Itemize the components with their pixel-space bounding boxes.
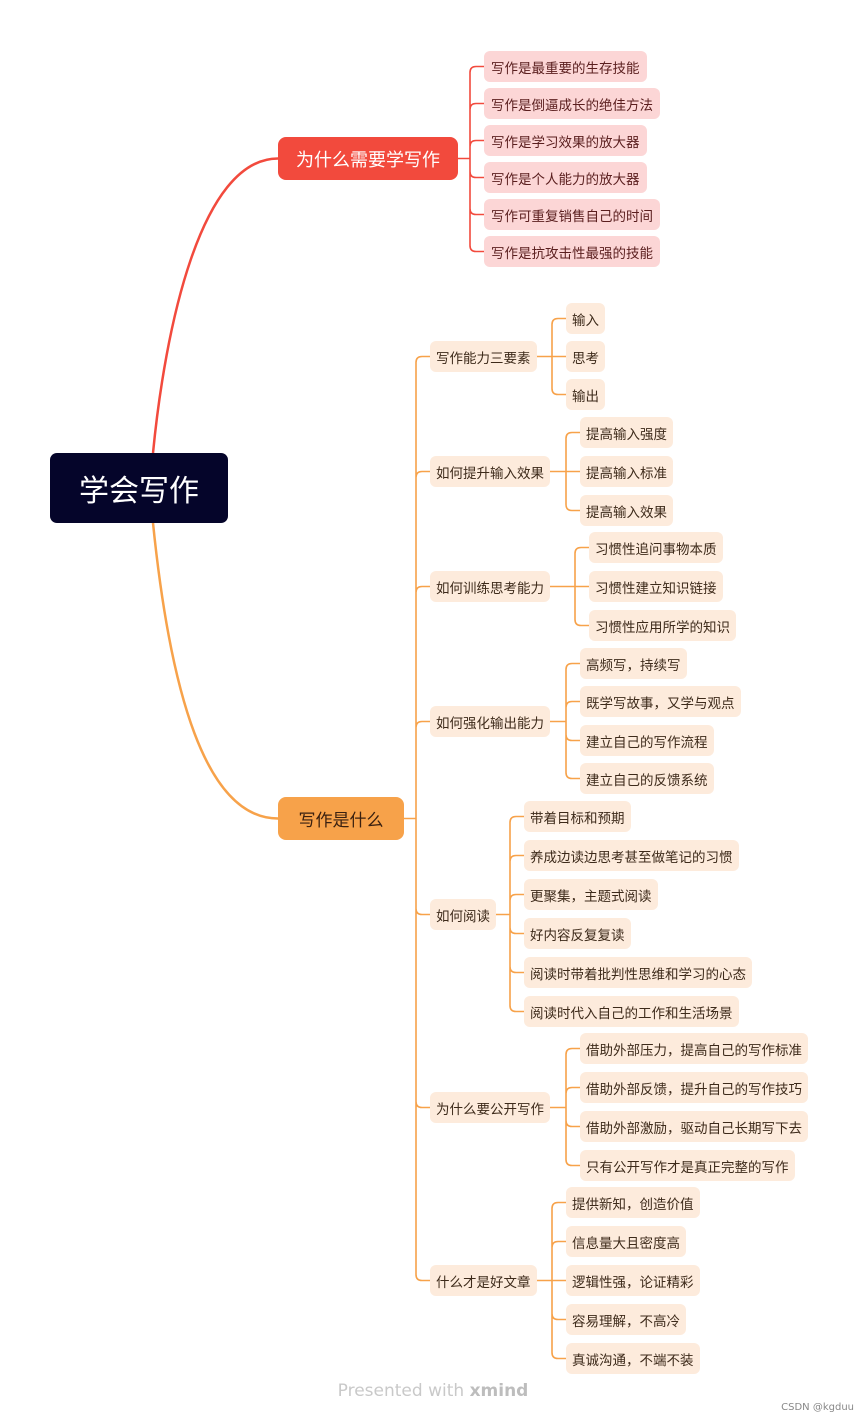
topic-strengthen-output[interactable]: 如何强化输出能力 (430, 706, 550, 737)
subtopic-item[interactable]: 真诚沟通，不端不装 (566, 1343, 700, 1374)
why-item[interactable]: 写作是抗攻击性最强的技能 (484, 236, 660, 267)
watermark-credit: CSDN @kgduu (781, 1402, 854, 1413)
subtopic-item[interactable]: 阅读时代入自己的工作和生活场景 (524, 996, 739, 1027)
subtopic-item[interactable]: 更聚集，主题式阅读 (524, 879, 658, 910)
subtopic-item[interactable]: 好内容反复复读 (524, 918, 631, 949)
subtopic-item[interactable]: 养成边读边思考甚至做笔记的习惯 (524, 840, 739, 871)
root-to-what-connector (151, 522, 279, 820)
branch-what-is-writing[interactable]: 写作是什么 (278, 797, 404, 840)
topic-improve-input[interactable]: 如何提升输入效果 (430, 456, 550, 487)
why-bracket-connector (458, 65, 484, 253)
topic-bracket-connector (496, 815, 524, 1013)
subtopic-item[interactable]: 思考 (566, 341, 605, 372)
subtopic-item[interactable]: 只有公开写作才是真正完整的写作 (580, 1150, 795, 1181)
why-item[interactable]: 写作是个人能力的放大器 (484, 162, 647, 193)
subtopic-item[interactable]: 逻辑性强，论证精彩 (566, 1265, 700, 1296)
why-item[interactable]: 写作可重复销售自己的时间 (484, 199, 660, 230)
topic-bracket-connector (550, 431, 580, 512)
branch-why-learn-writing[interactable]: 为什么需要学写作 (278, 137, 458, 180)
xmind-logo: xmind (469, 1381, 529, 1401)
why-item[interactable]: 写作是倒逼成长的绝佳方法 (484, 88, 660, 119)
subtopic-item[interactable]: 建立自己的反馈系统 (580, 763, 714, 794)
topic-train-thinking[interactable]: 如何训练思考能力 (430, 571, 550, 602)
topic-bracket-connector (537, 317, 566, 396)
subtopic-item[interactable]: 借助外部压力，提高自己的写作标准 (580, 1033, 808, 1064)
subtopic-item[interactable]: 既学写故事，又学与观点 (580, 686, 741, 717)
topic-three-elements[interactable]: 写作能力三要素 (430, 341, 537, 372)
presented-with-footer: Presented with xmind (0, 1381, 866, 1401)
subtopic-item[interactable]: 输入 (566, 303, 605, 334)
subtopic-item[interactable]: 输出 (566, 379, 605, 410)
subtopic-item[interactable]: 高频写，持续写 (580, 648, 687, 679)
subtopic-item[interactable]: 建立自己的写作流程 (580, 725, 714, 756)
subtopic-item[interactable]: 习惯性追问事物本质 (589, 532, 723, 563)
why-item[interactable]: 写作是最重要的生存技能 (484, 51, 647, 82)
root-to-why-connector (151, 157, 279, 454)
topic-bracket-connector (550, 546, 589, 627)
subtopic-item[interactable]: 阅读时带着批判性思维和学习的心态 (524, 957, 752, 988)
subtopic-item[interactable]: 提供新知，创造价值 (566, 1187, 700, 1218)
footer-prefix: Presented with (337, 1381, 470, 1401)
subtopic-item[interactable]: 借助外部激励，驱动自己长期写下去 (580, 1111, 808, 1142)
topic-bracket-connector (550, 662, 580, 780)
subtopic-item[interactable]: 带着目标和预期 (524, 801, 631, 832)
topic-bracket-connector (550, 1047, 580, 1167)
subtopic-item[interactable]: 提高输入标准 (580, 456, 673, 487)
subtopic-item[interactable]: 提高输入效果 (580, 495, 673, 526)
topic-how-to-read[interactable]: 如何阅读 (430, 899, 496, 930)
subtopic-item[interactable]: 借助外部反馈，提升自己的写作技巧 (580, 1072, 808, 1103)
topic-good-article[interactable]: 什么才是好文章 (430, 1265, 537, 1296)
root-topic[interactable]: 学会写作 (50, 453, 228, 523)
subtopic-item[interactable]: 容易理解，不高冷 (566, 1304, 686, 1335)
what-bracket-connector (404, 355, 430, 1282)
topic-public-writing[interactable]: 为什么要公开写作 (430, 1092, 550, 1123)
subtopic-item[interactable]: 信息量大且密度高 (566, 1226, 686, 1257)
why-item[interactable]: 写作是学习效果的放大器 (484, 125, 647, 156)
subtopic-item[interactable]: 习惯性应用所学的知识 (589, 610, 736, 641)
topic-bracket-connector (537, 1201, 566, 1360)
subtopic-item[interactable]: 提高输入强度 (580, 417, 673, 448)
subtopic-item[interactable]: 习惯性建立知识链接 (589, 571, 723, 602)
